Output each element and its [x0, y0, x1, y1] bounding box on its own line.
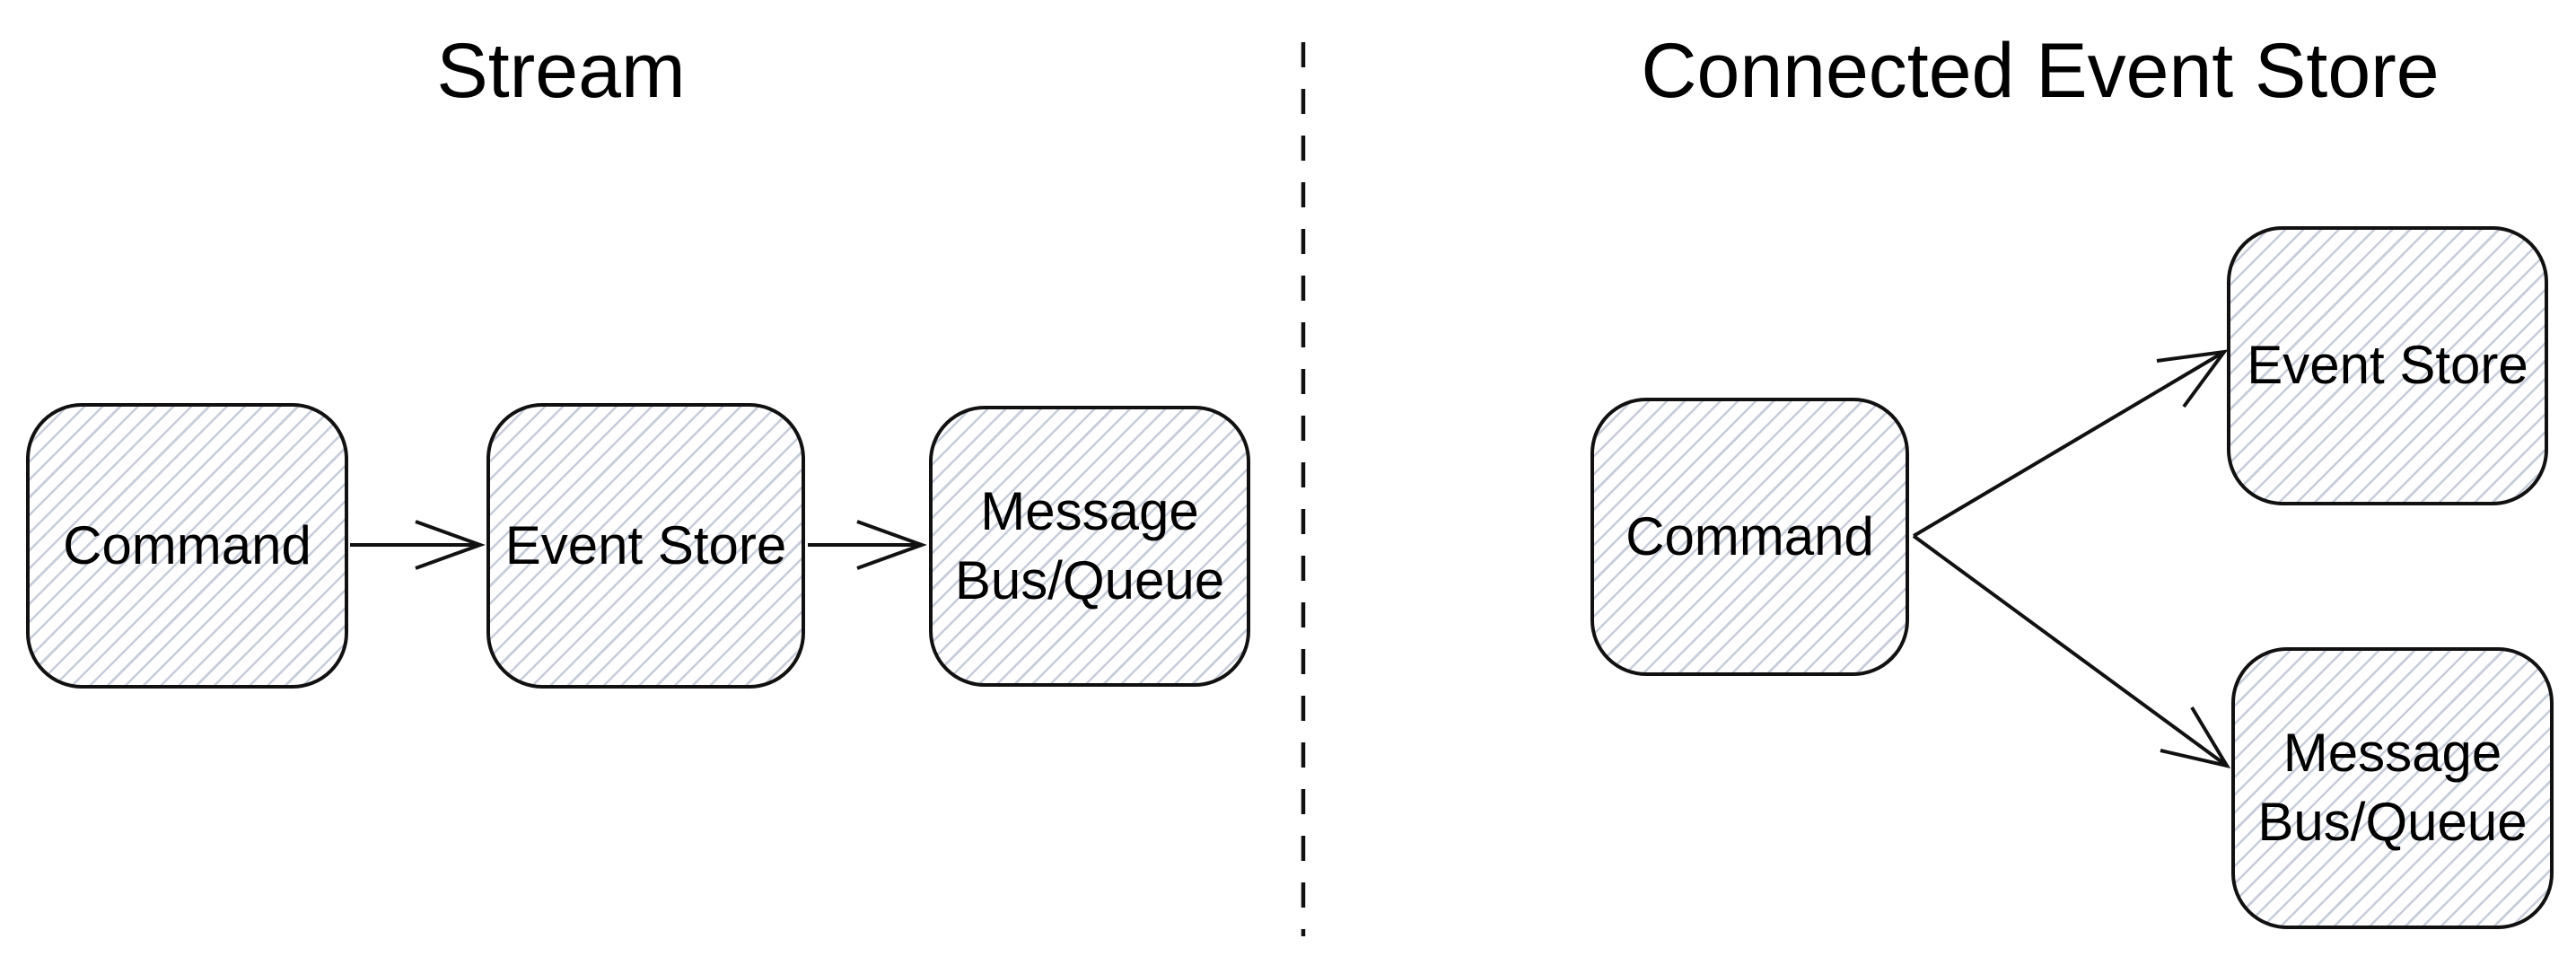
node-label: Message Bus/Queue [2257, 723, 2528, 852]
node-label: Command [63, 514, 311, 575]
arrowhead-icon [415, 520, 486, 570]
arrowhead-icon [2156, 349, 2229, 408]
arrow-connected-command-to-event-store [1912, 349, 2229, 538]
arrow-stream-event-store-to-message-bus [808, 520, 927, 570]
arrow-connected-command-to-message-bus [1912, 534, 2231, 769]
arrow-stream-command-to-event-store [350, 520, 486, 570]
arrowhead-icon [856, 520, 927, 570]
node-connected-event-store: Event Store [2227, 226, 2548, 505]
panel-title-connected-event-store: Connected Event Store [1641, 28, 2440, 114]
node-label: Command [1625, 505, 1874, 566]
node-label: Event Store [2247, 335, 2528, 396]
node-connected-command: Command [1590, 398, 1909, 676]
node-stream-event-store: Event Store [486, 403, 805, 689]
node-label: Message Bus/Queue [954, 480, 1225, 610]
node-stream-command: Command [26, 403, 348, 689]
arrowhead-icon [2160, 706, 2231, 769]
node-stream-message-bus-queue: Message Bus/Queue [929, 406, 1250, 687]
node-label: Event Store [504, 514, 787, 575]
node-connected-message-bus-queue: Message Bus/Queue [2231, 647, 2554, 929]
panel-title-stream: Stream [436, 28, 686, 114]
